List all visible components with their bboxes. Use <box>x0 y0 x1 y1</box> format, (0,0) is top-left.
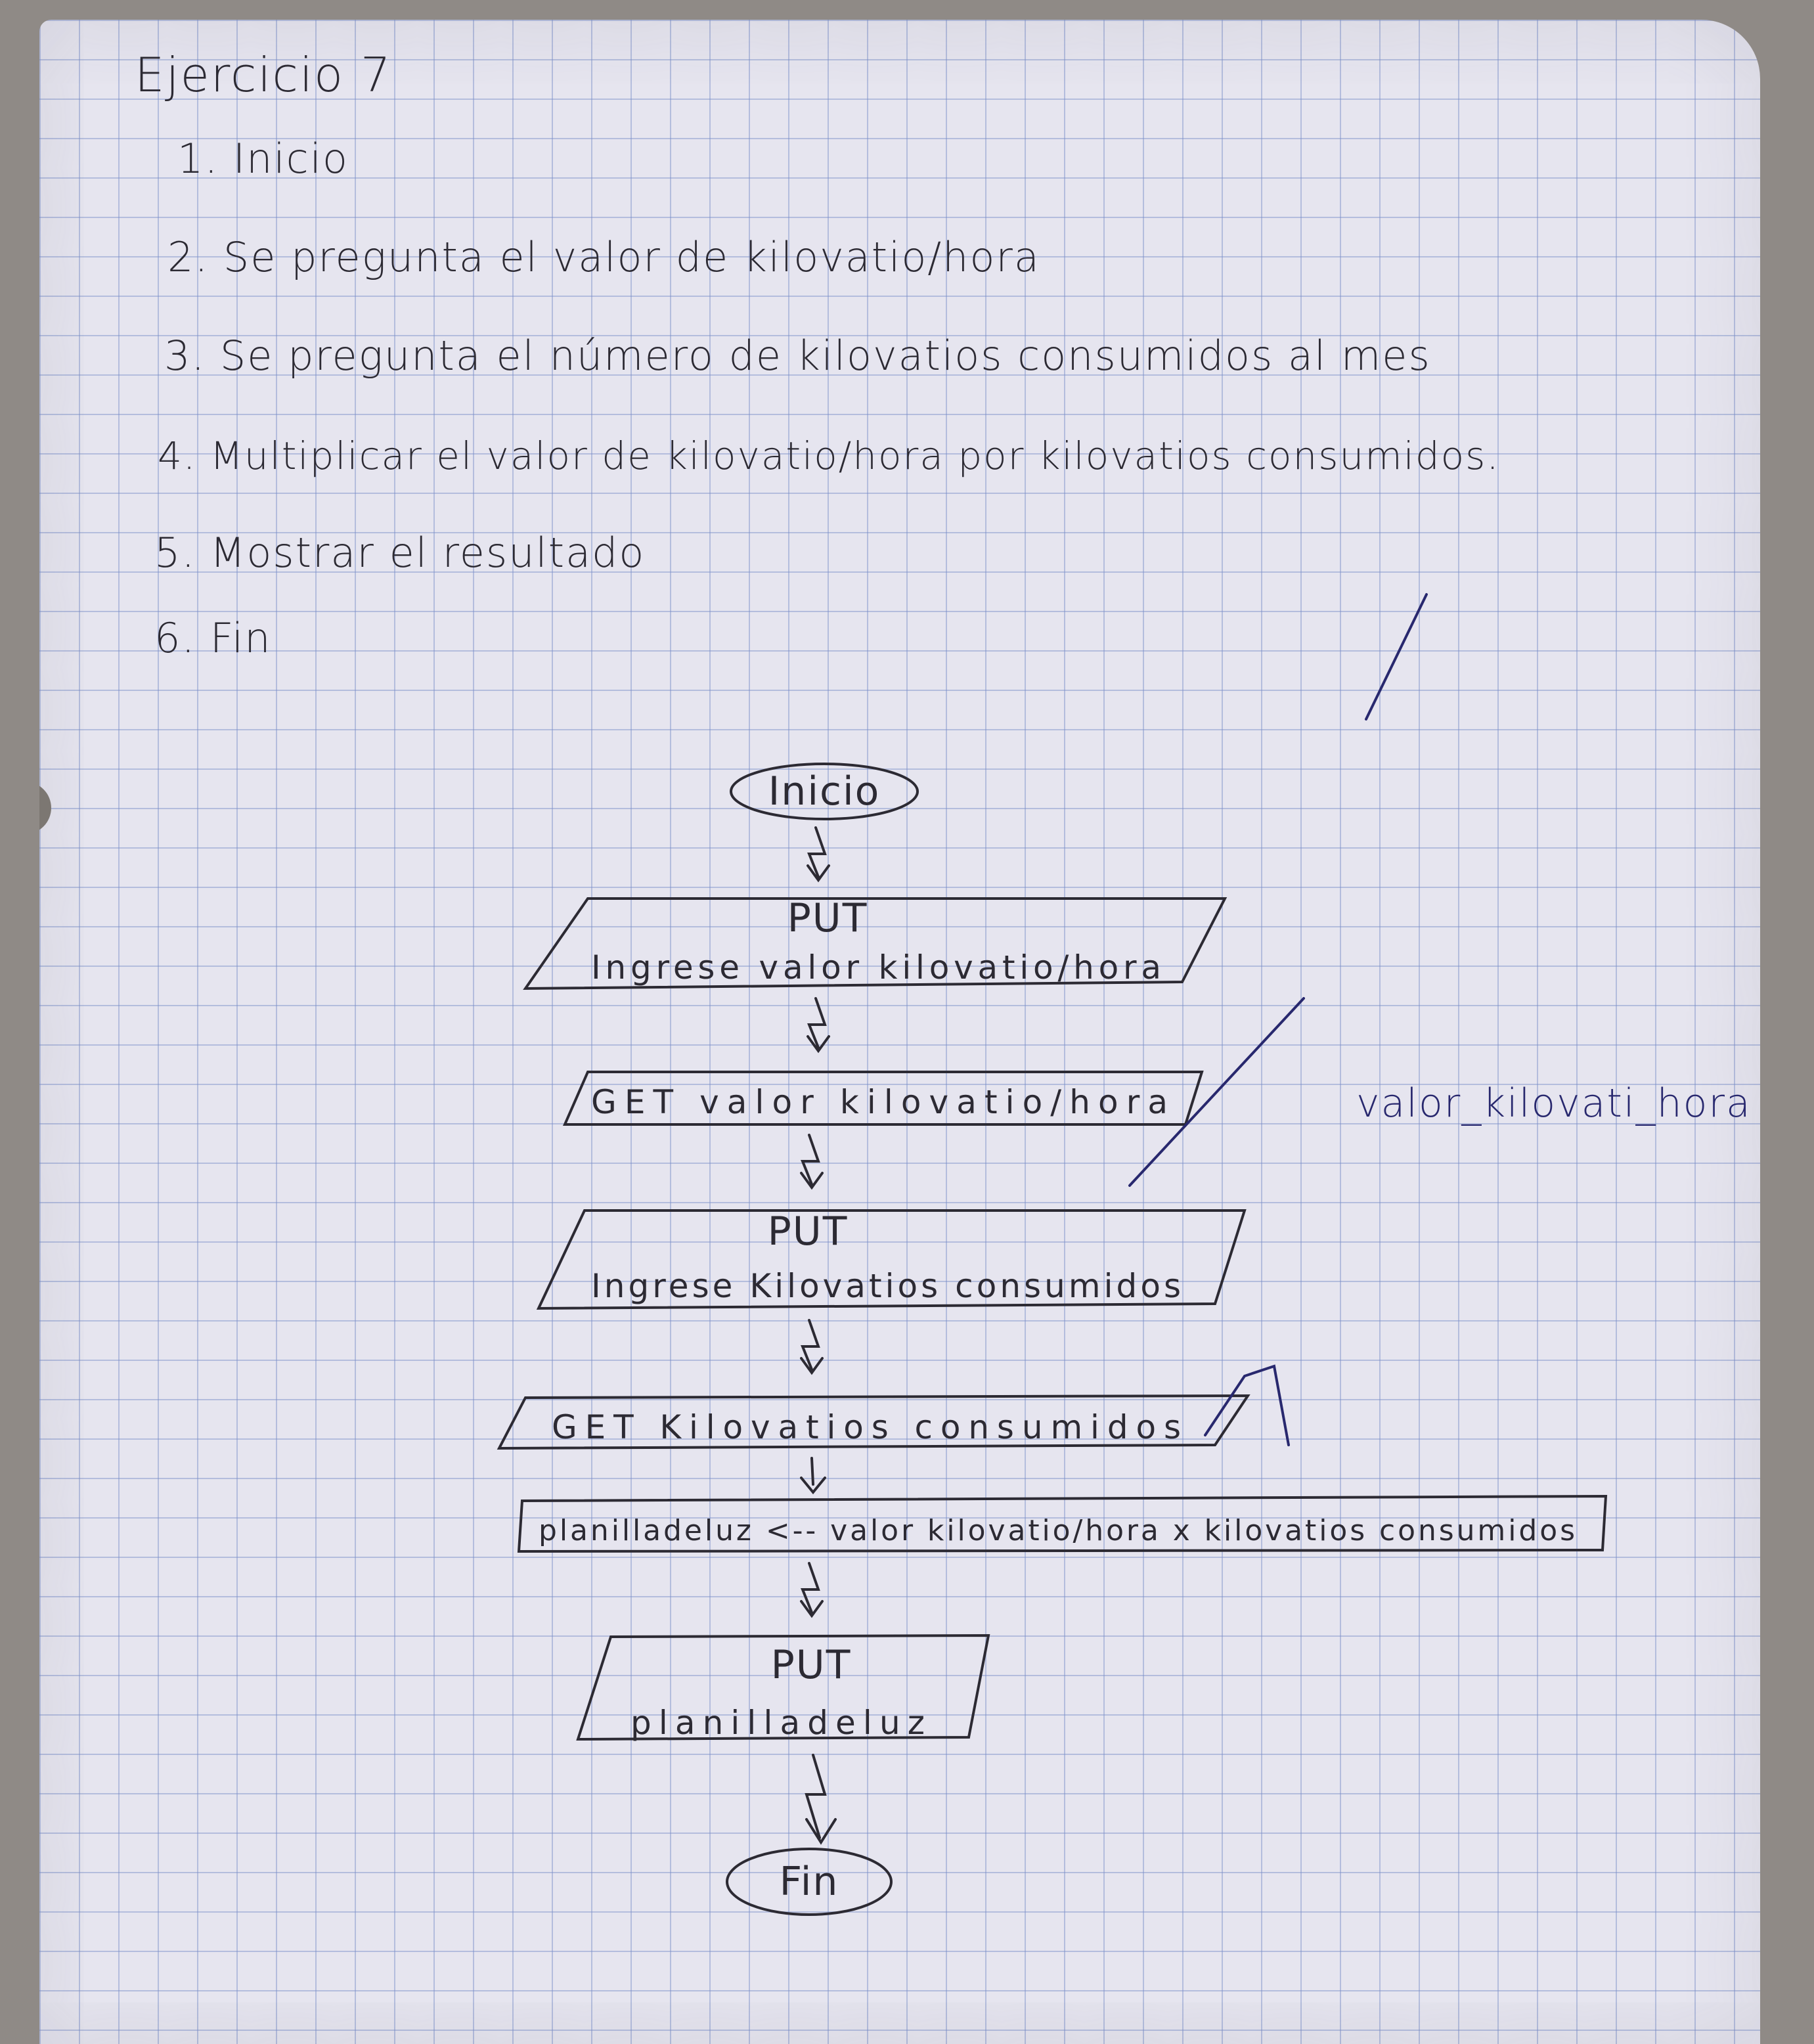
start-terminator <box>730 763 919 820</box>
put3-keyword: PUT <box>771 1642 852 1688</box>
step-4: 4. Multiplicar el valor de kilovatio/hor… <box>158 433 1500 478</box>
put3-shape <box>576 1633 990 1741</box>
get2-label: GET Kilovatios consumidos <box>552 1408 1182 1446</box>
check-mark-2 <box>1128 997 1305 1187</box>
process-shape <box>517 1494 1608 1553</box>
get1-label: GET valor kilovatio/hora <box>591 1083 1169 1121</box>
check-mark-3 <box>1204 1364 1290 1446</box>
end-terminator <box>726 1848 893 1916</box>
arrow-icon <box>807 826 830 883</box>
arrow-icon <box>807 997 830 1054</box>
step-1: 1. Inicio <box>177 135 349 183</box>
end-label: Fin <box>780 1859 839 1905</box>
arrow-icon <box>800 1562 824 1618</box>
start-label: Inicio <box>768 768 881 814</box>
put1-shape <box>523 897 1228 990</box>
variable-annotation: valor_kilovati_hora <box>1356 1080 1752 1126</box>
arrow-icon <box>800 1457 826 1495</box>
put1-keyword: PUT <box>787 895 868 941</box>
check-mark-1 <box>1365 593 1428 721</box>
step-6: 6. Fin <box>154 614 272 662</box>
arrow-icon <box>800 1134 824 1190</box>
get2-shape <box>497 1394 1250 1450</box>
arrow-icon <box>800 1319 824 1375</box>
arrow-icon <box>805 1754 837 1845</box>
page-title: Ejercicio 7 <box>135 47 392 102</box>
step-5: 5. Mostrar el resultado <box>154 529 646 577</box>
put2-shape <box>536 1209 1247 1310</box>
put2-keyword: PUT <box>768 1209 849 1255</box>
put2-text: Ingrese Kilovatios consumidos <box>591 1267 1182 1305</box>
step-2: 2. Se pregunta el valor de kilovatio/hor… <box>167 233 1040 281</box>
put3-text: planilladeluz <box>630 1704 926 1742</box>
put1-text: Ingrese valor kilovatio/hora <box>591 948 1162 987</box>
step-3: 3. Se pregunta el número de kilovatios c… <box>164 332 1431 380</box>
process-label: planilladeluz <-- valor kilovatio/hora x… <box>539 1514 1576 1547</box>
notebook-page <box>39 20 1760 2044</box>
